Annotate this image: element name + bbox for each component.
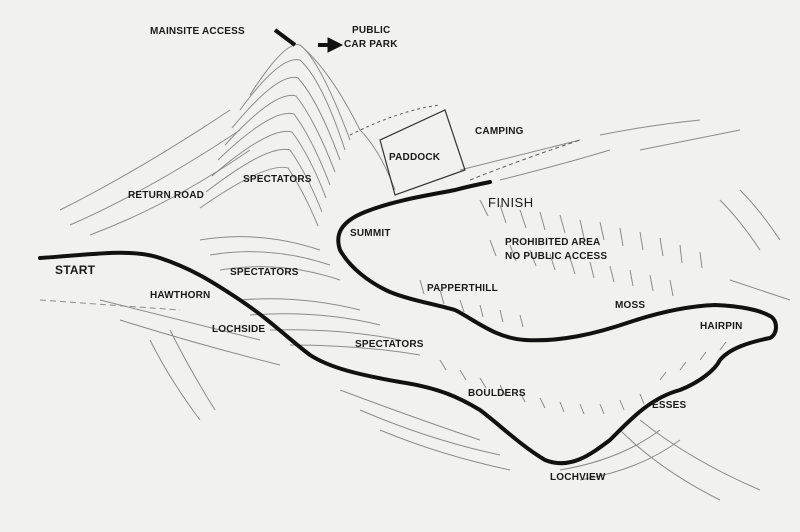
label-public-car-park-line1: PUBLIC [352,25,391,36]
label-public-car-park-line2: CAR PARK [344,39,398,50]
label-summit: SUMMIT [350,228,391,239]
label-papperthill: PAPPERTHILL [427,283,498,294]
terrain-hatching [39,44,791,501]
label-start: START [55,263,96,277]
label-boulders: BOULDERS [468,388,526,399]
label-mainsite-access: MAINSITE ACCESS [150,26,245,37]
label-paddock: PADDOCK [389,152,441,163]
label-spectators-mid: SPECTATORS [230,267,299,278]
label-hawthorn: HAWTHORN [150,290,211,301]
label-camping: CAMPING [475,126,524,137]
course-road [38,180,778,466]
label-lochside: LOCHSIDE [212,324,266,335]
paddock-enclosure [379,109,466,196]
label-spectators-top: SPECTATORS [243,174,312,185]
label-spectators-low: SPECTATORS [355,339,424,350]
arrow-right-icon [273,28,344,53]
label-no-public-access: NO PUBLIC ACCESS [505,251,608,262]
label-finish: FINISH [488,195,534,210]
label-moss: MOSS [615,300,646,311]
label-hairpin: HAIRPIN [700,321,743,332]
label-lochview: LOCHVIEW [550,472,606,483]
label-esses: ESSES [652,400,687,411]
label-prohibited-area: PROHIBITED AREA [505,237,601,248]
label-return-road: RETURN ROAD [128,190,205,201]
